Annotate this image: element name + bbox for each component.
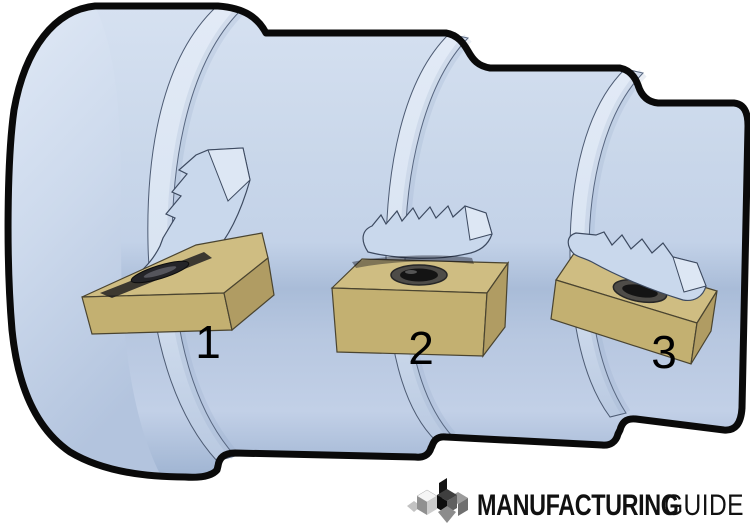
chip-2 <box>362 204 493 259</box>
stage-label-1: 1 <box>195 316 221 368</box>
stage-labels: 1 2 3 <box>195 316 677 378</box>
logo-text-light: GUIDE <box>664 488 744 522</box>
logo-cube-left-face <box>417 496 427 515</box>
chip-2-curl-facet <box>464 205 493 241</box>
workpiece-end-face <box>8 6 160 474</box>
insert-2-chip-shadow <box>352 255 474 268</box>
insert-2-screw-glint <box>405 270 417 274</box>
manufacturing-guide-logo: MANUFACTURING GUIDE <box>407 478 744 523</box>
chip-3 <box>567 231 707 302</box>
insert-2 <box>330 255 510 358</box>
stage-label-2: 2 <box>408 322 434 374</box>
stage-label-3: 3 <box>651 326 677 378</box>
insert-2-screw-socket <box>400 268 438 282</box>
workpiece-outline <box>4 2 750 481</box>
logo-cube-left-side <box>427 496 437 515</box>
insert-2-side-face <box>482 260 509 358</box>
logo-cube-diamond-bottom <box>438 506 456 523</box>
insert-1 <box>81 232 275 335</box>
insert-3-side-face <box>690 290 718 365</box>
insert-3 <box>550 248 718 365</box>
chip-3-body <box>567 231 707 302</box>
chip-3-curl-facet <box>672 256 707 293</box>
logo-cube-right-face <box>458 498 468 516</box>
insert-1-slot-inner <box>143 266 177 278</box>
chip-1-curl-facet <box>207 147 251 202</box>
insert-1-side-face <box>223 256 275 332</box>
logo-text-bold: MANUFACTURING <box>477 488 679 521</box>
isometric-cubes-logo-icon <box>407 478 468 523</box>
